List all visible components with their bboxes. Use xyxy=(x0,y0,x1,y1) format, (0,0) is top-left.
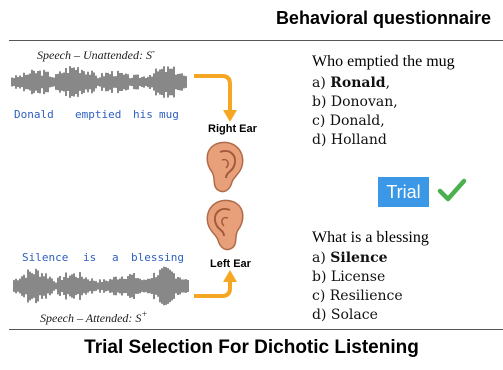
unattended-word-1: Donald xyxy=(14,108,54,121)
unattended-word-3: his xyxy=(133,108,153,121)
attended-word-1: Silence xyxy=(22,251,69,264)
question1-option-c[interactable]: c) Donald, xyxy=(312,112,398,131)
option-text: Donovan, xyxy=(330,94,398,110)
option-text: Resilience xyxy=(329,288,403,304)
option-letter: c) xyxy=(312,113,326,129)
option-letter: b) xyxy=(312,94,327,110)
check-icon xyxy=(437,178,467,202)
option-text: Ronald xyxy=(330,75,386,91)
unattended-word-2: emptied xyxy=(75,108,122,121)
right-ear-label: Right Ear xyxy=(208,123,257,135)
questionnaire-title: Behavioral questionnaire xyxy=(275,8,491,28)
question1-option-d[interactable]: d) Holland xyxy=(312,131,398,150)
attended-speech-label: Speech – Attended: S+ xyxy=(40,309,148,325)
left-ear-label: Left Ear xyxy=(210,258,251,270)
question2-option-c[interactable]: c) Resilience xyxy=(312,287,403,306)
option-text: Donald, xyxy=(329,113,385,129)
option-suffix: , xyxy=(385,75,391,91)
unattended-word-4: mug xyxy=(159,108,179,121)
question2-options: a) Silence b) License c) Resilience d) S… xyxy=(312,249,403,325)
arrow-to-right-ear-icon xyxy=(194,74,237,122)
option-letter: d) xyxy=(312,132,327,148)
left-ear-icon xyxy=(206,199,244,251)
question2-option-d[interactable]: d) Solace xyxy=(312,306,403,325)
question2-option-a[interactable]: a) Silence xyxy=(312,249,403,268)
attended-word-4: blessing xyxy=(131,251,184,264)
unattended-speech-label: Speech – Unattended: S- xyxy=(37,46,155,62)
attended-word-2: is xyxy=(83,251,97,264)
option-letter: a) xyxy=(312,250,326,266)
unattended-waveform xyxy=(11,66,187,98)
question2-option-b[interactable]: b) License xyxy=(312,268,403,287)
question1-prompt: Who emptied the mug xyxy=(312,53,455,70)
option-text: Solace xyxy=(330,307,378,323)
attended-waveform xyxy=(13,266,189,306)
question1-option-b[interactable]: b) Donovan, xyxy=(312,93,398,112)
option-letter: a) xyxy=(312,75,326,91)
option-text: Holland xyxy=(330,132,387,148)
trial-badge: Trial xyxy=(378,177,429,207)
arrow-to-left-ear-icon xyxy=(194,270,237,298)
question2-prompt: What is a blessing xyxy=(312,229,429,246)
option-text: License xyxy=(330,269,386,285)
question1-option-a[interactable]: a) Ronald, xyxy=(312,74,398,93)
figure-caption: Trial Selection For Dichotic Listening xyxy=(84,337,419,358)
right-ear-icon xyxy=(206,141,244,193)
option-letter: d) xyxy=(312,307,327,323)
bottom-divider xyxy=(9,329,503,330)
top-divider xyxy=(9,40,503,41)
question1-options: a) Ronald, b) Donovan, c) Donald, d) Hol… xyxy=(312,74,398,150)
option-letter: b) xyxy=(312,269,327,285)
option-text: Silence xyxy=(330,250,388,266)
attended-word-3: a xyxy=(112,251,119,264)
option-letter: c) xyxy=(312,288,326,304)
